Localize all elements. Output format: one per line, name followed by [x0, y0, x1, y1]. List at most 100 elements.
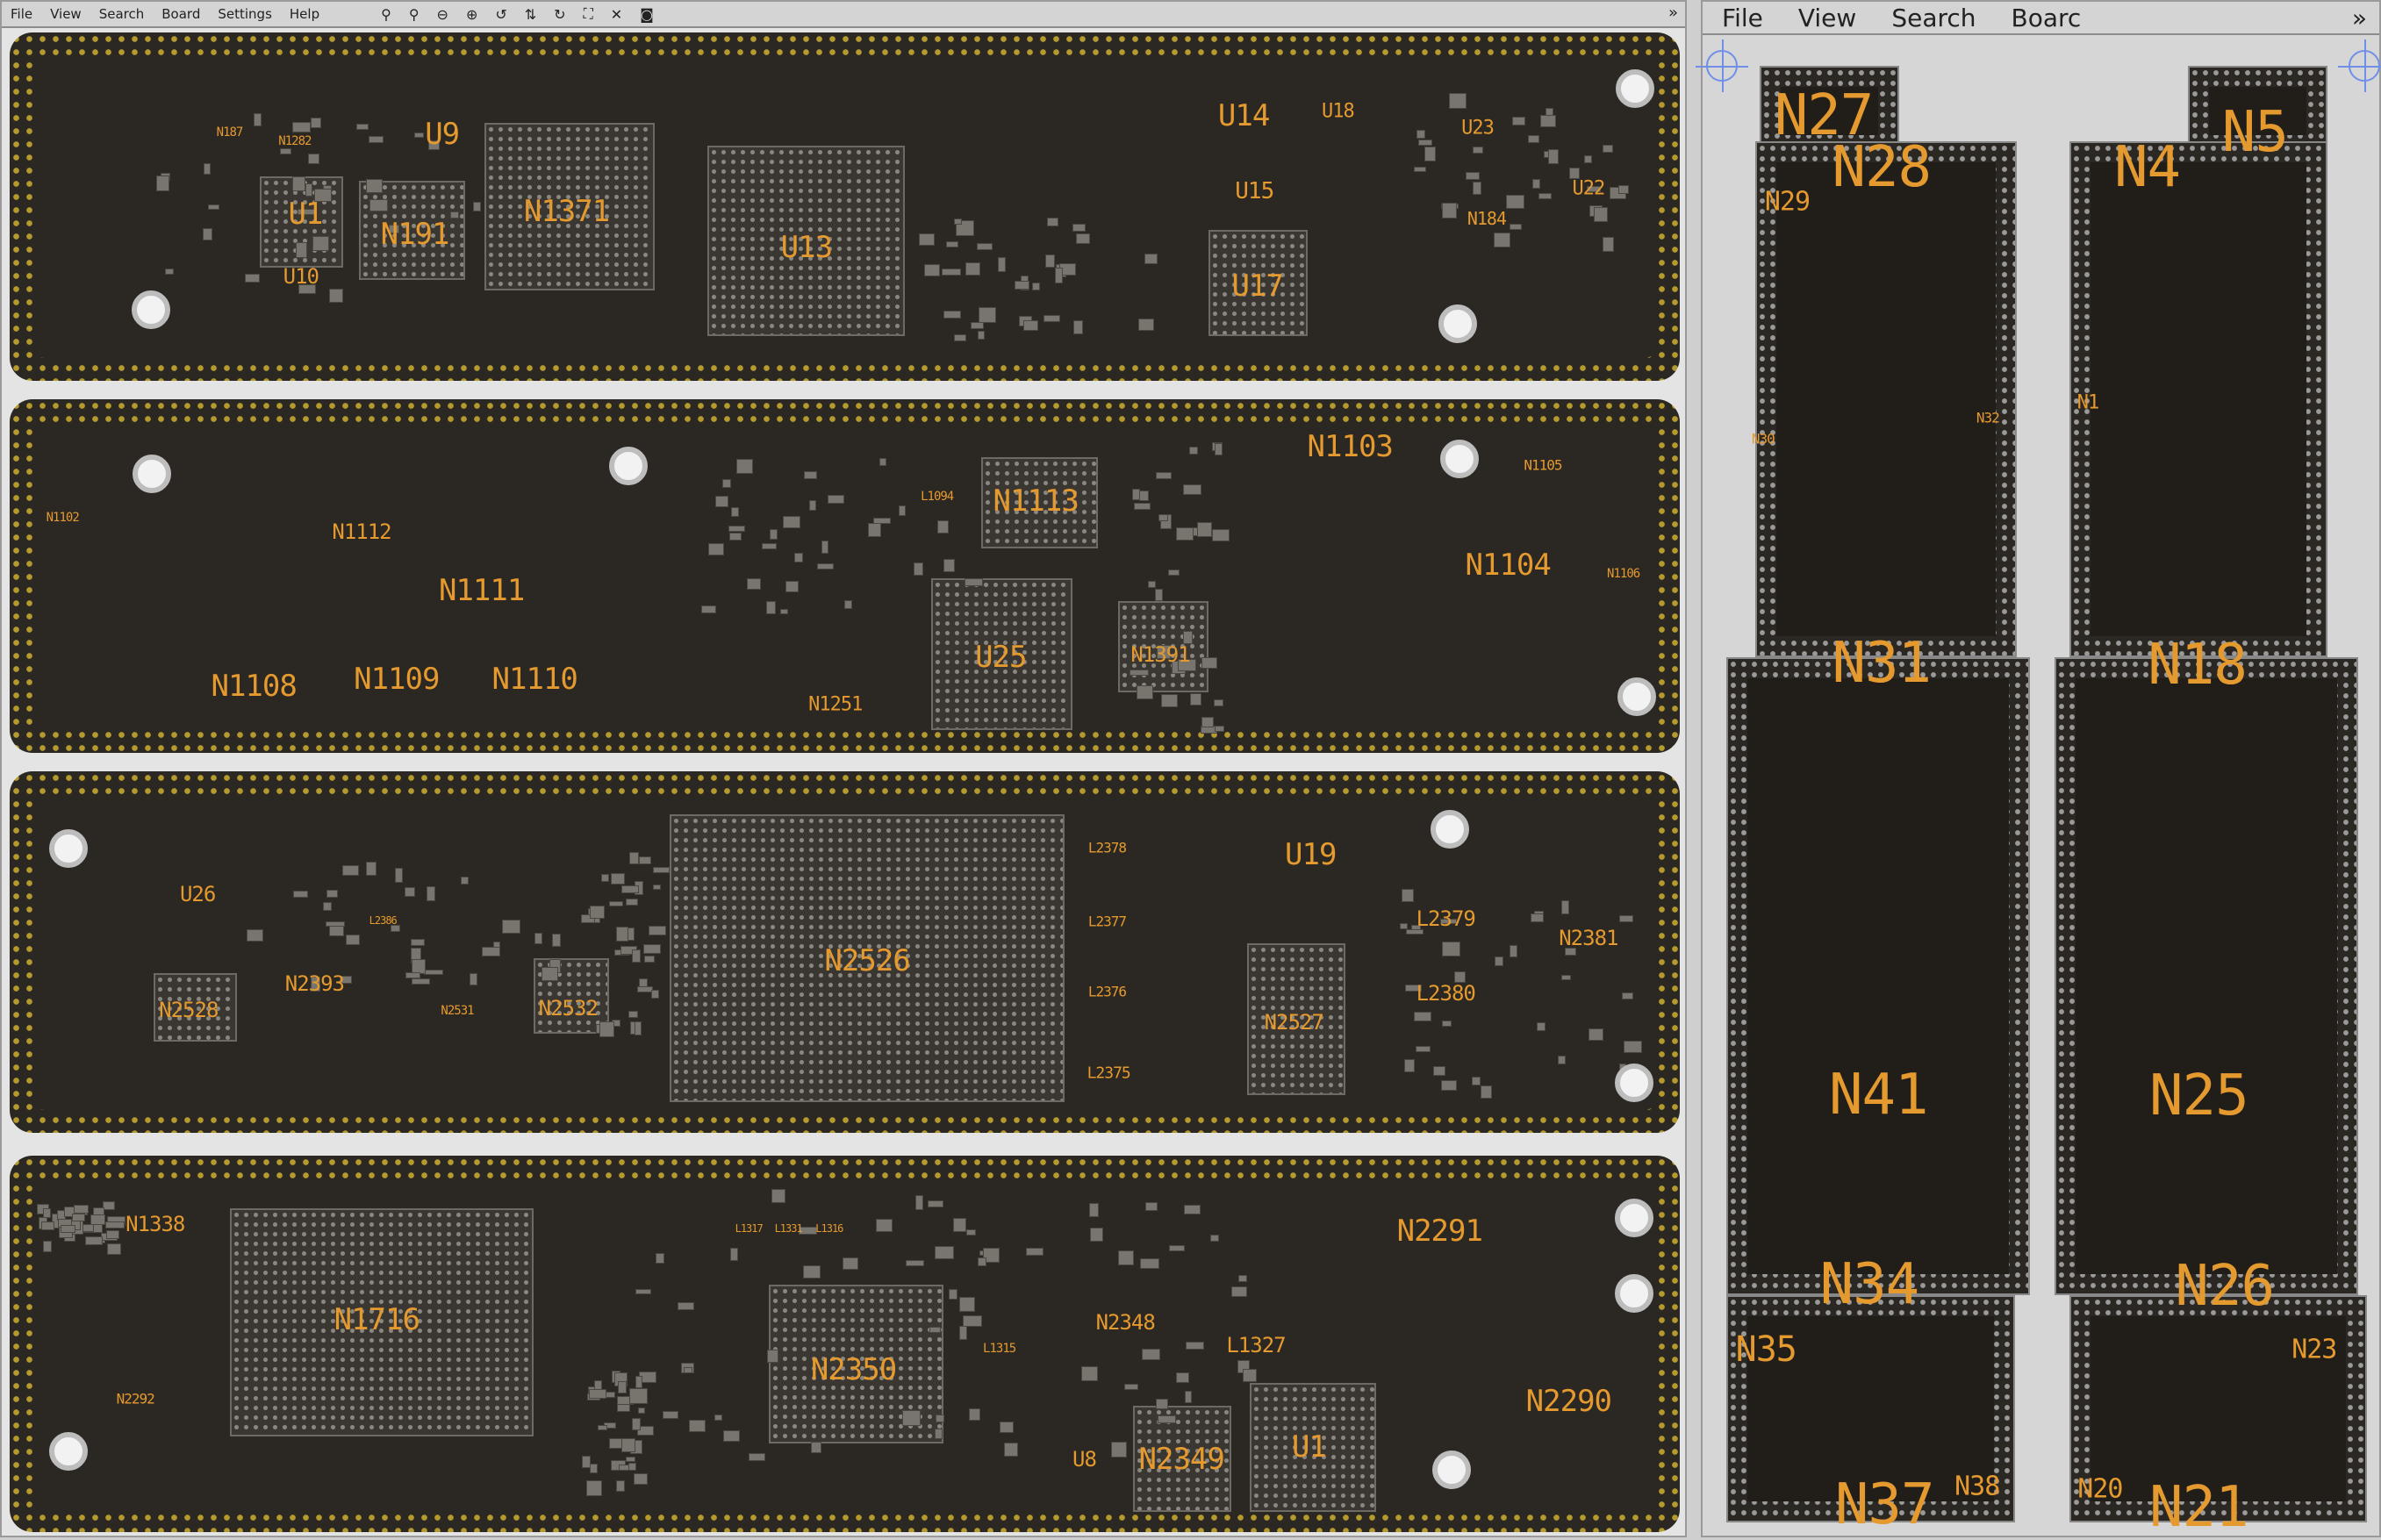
smd-component	[1531, 178, 1541, 189]
smd-component	[771, 1189, 786, 1204]
zoom-in-icon[interactable]: ⊕	[465, 5, 478, 23]
menu-file[interactable]: File	[11, 6, 33, 22]
smd-component	[1201, 657, 1217, 670]
smd-component	[873, 517, 891, 524]
smd-component	[662, 1411, 678, 1419]
smd-component	[942, 268, 961, 276]
menu-settings[interactable]: Settings	[218, 6, 272, 22]
smd-component	[1141, 1349, 1160, 1360]
zoom-out-icon[interactable]: ⊖	[436, 5, 448, 23]
smd-component	[461, 877, 469, 885]
smd-component	[411, 939, 425, 947]
smd-component	[552, 933, 562, 947]
smd-component	[1471, 1077, 1481, 1085]
menu-board[interactable]: Board	[161, 6, 201, 22]
smd-component	[998, 256, 1007, 272]
smd-component	[1540, 114, 1556, 128]
smd-component	[879, 458, 886, 466]
smd-component	[844, 600, 853, 610]
smd-component	[1183, 630, 1194, 645]
smd-component	[1186, 1342, 1204, 1350]
center-icon[interactable]: ⛶	[583, 5, 593, 22]
smd-component	[936, 519, 950, 534]
smd-component	[305, 183, 313, 197]
menu-search[interactable]: Search	[98, 6, 145, 22]
smd-component	[1177, 658, 1196, 672]
smd-component	[254, 112, 262, 126]
smd-component	[534, 932, 542, 944]
rotate-cw-icon[interactable]: ↻	[554, 5, 566, 23]
smd-component	[342, 864, 359, 876]
smd-component	[1623, 1041, 1642, 1054]
smd-component	[1402, 888, 1415, 903]
menu-view[interactable]: View	[50, 6, 82, 22]
smd-component	[322, 901, 333, 911]
smd-component	[588, 1389, 606, 1399]
close-icon[interactable]: ✕	[610, 5, 623, 23]
smd-component	[688, 1419, 706, 1433]
smd-component	[963, 1315, 982, 1328]
smd-component	[1416, 130, 1425, 140]
smd-component	[1176, 1372, 1190, 1383]
smd-component	[1417, 140, 1433, 147]
smd-component	[1140, 1258, 1160, 1269]
smd-component	[427, 886, 435, 901]
menu-view[interactable]: View	[1797, 3, 1857, 32]
smd-component	[1043, 315, 1061, 322]
ic-package	[707, 146, 906, 336]
camera-icon[interactable]: ◙	[640, 5, 654, 23]
origin-crosshair-icon	[2337, 39, 2381, 92]
smd-component	[766, 1349, 778, 1364]
smd-component	[1211, 529, 1230, 542]
smd-component	[954, 333, 967, 342]
smd-component	[1155, 1398, 1169, 1409]
board-surface	[32, 422, 1657, 731]
smd-component	[827, 495, 844, 504]
menu-search[interactable]: Search	[1891, 3, 1976, 32]
smd-component	[736, 459, 753, 474]
smd-component	[339, 976, 353, 984]
smd-component	[953, 218, 962, 225]
origin-crosshair-icon	[1696, 39, 1749, 92]
smd-component	[600, 874, 610, 882]
menu-bar-right: File View Search Boarc »	[1703, 2, 2379, 35]
menu-board[interactable]: Boarc	[2011, 3, 2082, 32]
smd-component	[628, 1387, 648, 1404]
smd-component	[1155, 589, 1164, 601]
smd-component	[1045, 254, 1055, 269]
smd-component	[722, 478, 732, 488]
smd-component	[821, 541, 828, 555]
menu-file[interactable]: File	[1722, 3, 1763, 32]
zoom-fit-icon[interactable]: ⚲	[381, 5, 391, 23]
zoom-area-icon[interactable]: ⚲	[408, 5, 420, 23]
smd-component	[1441, 1020, 1452, 1027]
flip-icon[interactable]: ⇅	[524, 5, 537, 23]
smd-component	[945, 241, 958, 248]
smd-component	[346, 935, 360, 946]
smd-component	[390, 925, 401, 933]
smd-component	[656, 1253, 665, 1264]
smd-component	[107, 1243, 121, 1256]
overflow-chevron-icon[interactable]: »	[2351, 4, 2367, 32]
smd-component	[1129, 669, 1149, 676]
smd-component	[968, 1407, 980, 1421]
smd-component	[1238, 1274, 1247, 1282]
smd-component	[1617, 185, 1630, 195]
smd-component	[765, 601, 777, 614]
mounting-hole	[1432, 1450, 1472, 1489]
smd-component	[599, 1021, 615, 1037]
rotate-ccw-icon[interactable]: ↺	[495, 5, 507, 23]
menu-help[interactable]: Help	[289, 6, 320, 22]
smd-component	[590, 1463, 598, 1474]
smd-component	[635, 1375, 642, 1389]
smd-component	[636, 1426, 654, 1436]
smd-component	[43, 1241, 53, 1253]
smd-component	[730, 1248, 738, 1261]
overflow-chevron-icon[interactable]: »	[1667, 4, 1678, 22]
smd-component	[1213, 699, 1223, 707]
smd-component	[1527, 135, 1539, 143]
ic-package	[229, 1208, 534, 1436]
